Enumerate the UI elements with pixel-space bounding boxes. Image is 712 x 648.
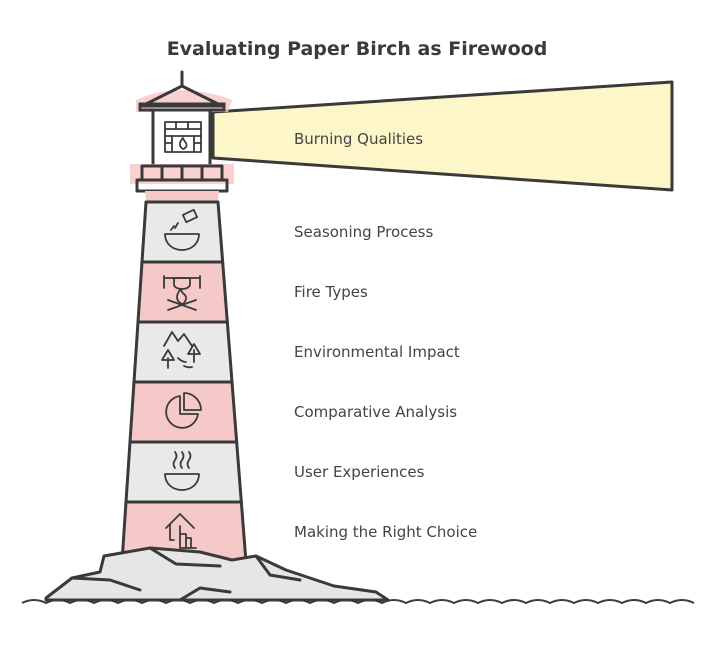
house-hand-icon xyxy=(165,513,197,549)
campfire-pot-icon xyxy=(163,275,201,311)
label-burning-qualities: Burning Qualities xyxy=(294,130,423,148)
section-icons xyxy=(161,208,202,549)
pie-chart-icon xyxy=(165,392,202,429)
lighthouse-roof xyxy=(136,70,232,112)
tower-section xyxy=(128,380,239,444)
steaming-bowl-icon xyxy=(164,451,200,491)
tower-section xyxy=(124,440,243,504)
section-label: User Experiences xyxy=(294,463,425,481)
tower-section xyxy=(132,320,234,384)
light-beam xyxy=(211,80,674,192)
water-line xyxy=(21,599,695,605)
fireplace-icon xyxy=(164,121,202,153)
section-label: Environmental Impact xyxy=(294,343,460,361)
page-title: Evaluating Paper Birch as Firewood xyxy=(167,38,548,60)
rocks xyxy=(44,546,390,602)
bowl-soap-icon xyxy=(164,208,200,251)
section-label: Seasoning Process xyxy=(294,223,433,241)
mountains-trees-icon xyxy=(161,331,201,369)
tower-cap xyxy=(145,191,219,202)
section-label: Making the Right Choice xyxy=(294,523,477,541)
section-label: Fire Types xyxy=(294,283,368,301)
lighthouse-tower xyxy=(120,191,248,564)
tower-section xyxy=(140,200,225,264)
section-label: Comparative Analysis xyxy=(294,403,457,421)
